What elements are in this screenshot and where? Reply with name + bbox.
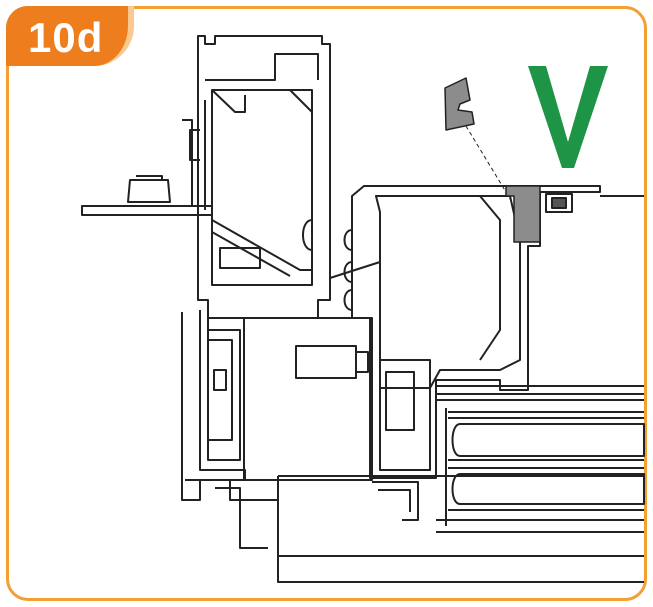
hinge-bracket bbox=[81, 119, 213, 216]
glazing-unit bbox=[436, 385, 645, 533]
clip-guide-line bbox=[465, 125, 513, 203]
spacer-clip-icon bbox=[444, 77, 475, 131]
sash-profile bbox=[329, 185, 601, 521]
figure-frame bbox=[6, 6, 647, 601]
glazing-clip-icon bbox=[505, 185, 644, 243]
step-number: 10d bbox=[28, 14, 104, 61]
check-mark-icon bbox=[528, 66, 608, 168]
step-badge: 10d bbox=[6, 6, 134, 66]
lower-frame-section bbox=[181, 310, 373, 549]
base-plate bbox=[277, 475, 644, 583]
outer-frame-profile bbox=[189, 35, 331, 319]
